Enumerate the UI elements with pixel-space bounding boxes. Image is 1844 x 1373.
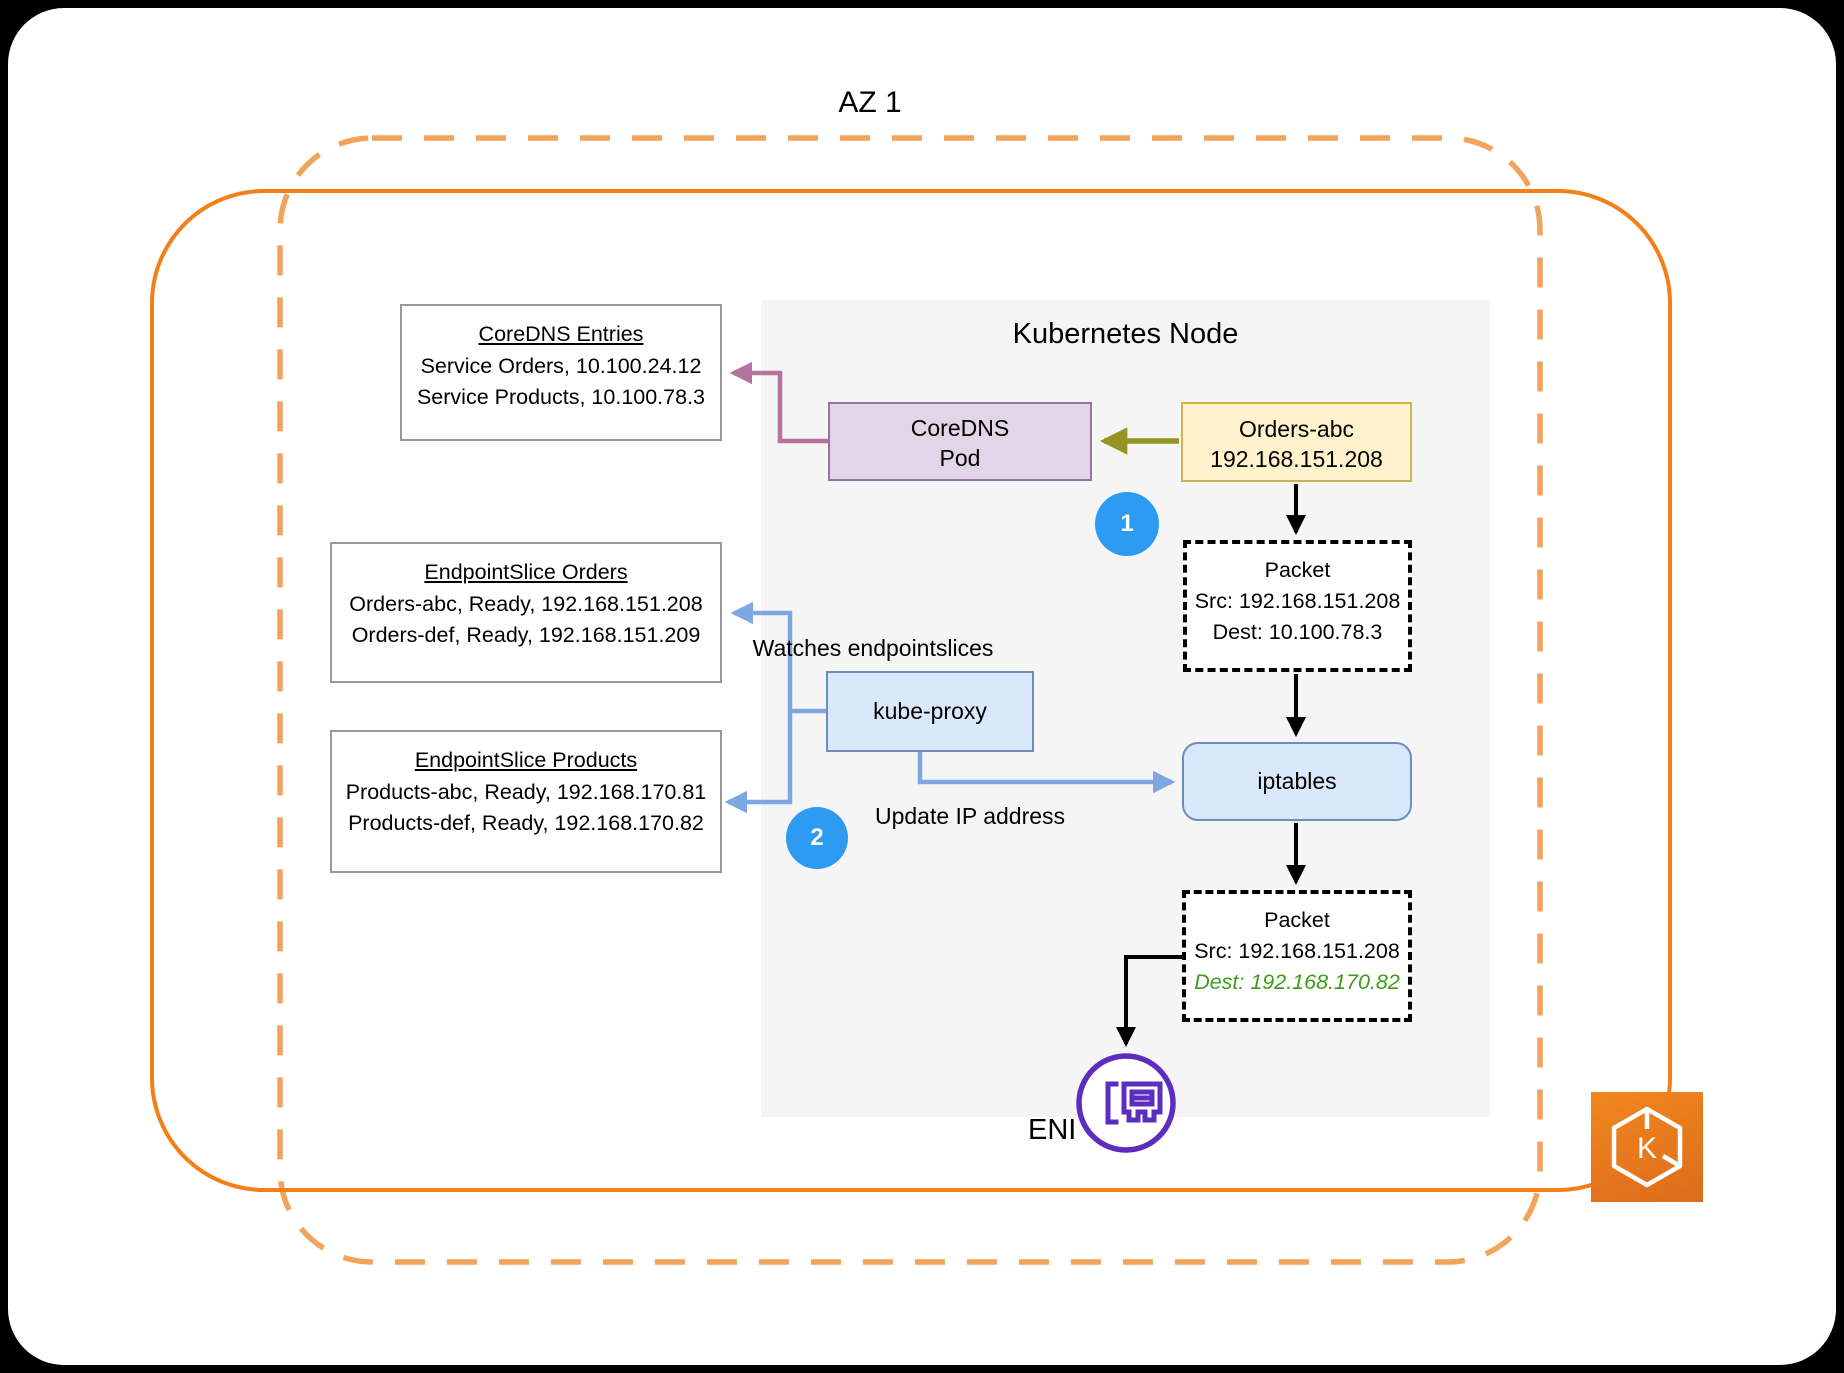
endpointslice-orders-line: Orders-abc, Ready, 192.168.151.208 [349, 591, 703, 616]
step-2-number: 2 [810, 824, 824, 851]
eks-icon: K [1591, 1092, 1703, 1202]
update-ip-label: Update IP address [874, 803, 1066, 829]
step-1-badge: 1 [1095, 492, 1159, 556]
endpointslice-orders-title: EndpointSlice Orders [424, 560, 628, 584]
endpointslice-orders-box: EndpointSlice Orders Orders-abc, Ready, … [330, 542, 722, 683]
eni-icon [1076, 1053, 1176, 1153]
endpointslice-products-line: Products-def, Ready, 192.168.170.82 [348, 811, 704, 835]
endpointslice-products-title: EndpointSlice Products [414, 748, 638, 772]
step-2-badge: 2 [786, 807, 848, 869]
eks-letter: K [1637, 1132, 1657, 1165]
kube-proxy-label: kube-proxy [873, 698, 987, 724]
coredns-pod-subline: Pod [939, 445, 981, 471]
endpointslice-products-box: EndpointSlice Products Products-abc, Rea… [330, 730, 722, 873]
iptables-label: iptables [1257, 768, 1337, 794]
step-1-number: 1 [1120, 510, 1134, 537]
packet-src: Src: 192.168.151.208 [1194, 939, 1400, 963]
packet-before-box: Packet Src: 192.168.151.208 Dest: 10.100… [1183, 540, 1412, 672]
eks-hexagon-glyph: K [1611, 1106, 1683, 1188]
iptables-box: iptables [1182, 742, 1412, 821]
kubernetes-node-title: Kubernetes Node [1012, 318, 1239, 350]
orders-pod-ip: 192.168.151.208 [1210, 446, 1383, 472]
coredns-pod-box: CoreDNS Pod [828, 402, 1092, 481]
watches-endpointslices-label: Watches endpointslices [752, 635, 994, 661]
az-label: AZ 1 [838, 86, 902, 119]
coredns-pod-name: CoreDNS [910, 415, 1010, 441]
packet-dest-rewritten: Dest: 192.168.170.82 [1194, 970, 1400, 994]
coredns-entry-line: Service Products, 10.100.78.3 [416, 385, 706, 409]
endpointslice-products-line: Products-abc, Ready, 192.168.170.81 [345, 779, 707, 804]
packet-title: Packet [1264, 558, 1331, 582]
coredns-entry-line: Service Orders, 10.100.24.12 [420, 353, 702, 378]
coredns-entries-title: CoreDNS Entries [478, 322, 644, 346]
eni-label: ENI [1028, 1114, 1077, 1146]
endpointslice-orders-line: Orders-def, Ready, 192.168.151.209 [351, 623, 701, 647]
orders-pod-box: Orders-abc 192.168.151.208 [1181, 402, 1412, 482]
coredns-entries-box: CoreDNS Entries Service Orders, 10.100.2… [400, 304, 722, 441]
kube-proxy-box: kube-proxy [826, 671, 1034, 752]
packet-title: Packet [1264, 908, 1330, 932]
orders-pod-name: Orders-abc [1238, 416, 1355, 442]
packet-src: Src: 192.168.151.208 [1194, 589, 1401, 613]
packet-dest: Dest: 10.100.78.3 [1212, 620, 1383, 644]
packet-after-box: Packet Src: 192.168.151.208 Dest: 192.16… [1182, 890, 1412, 1022]
